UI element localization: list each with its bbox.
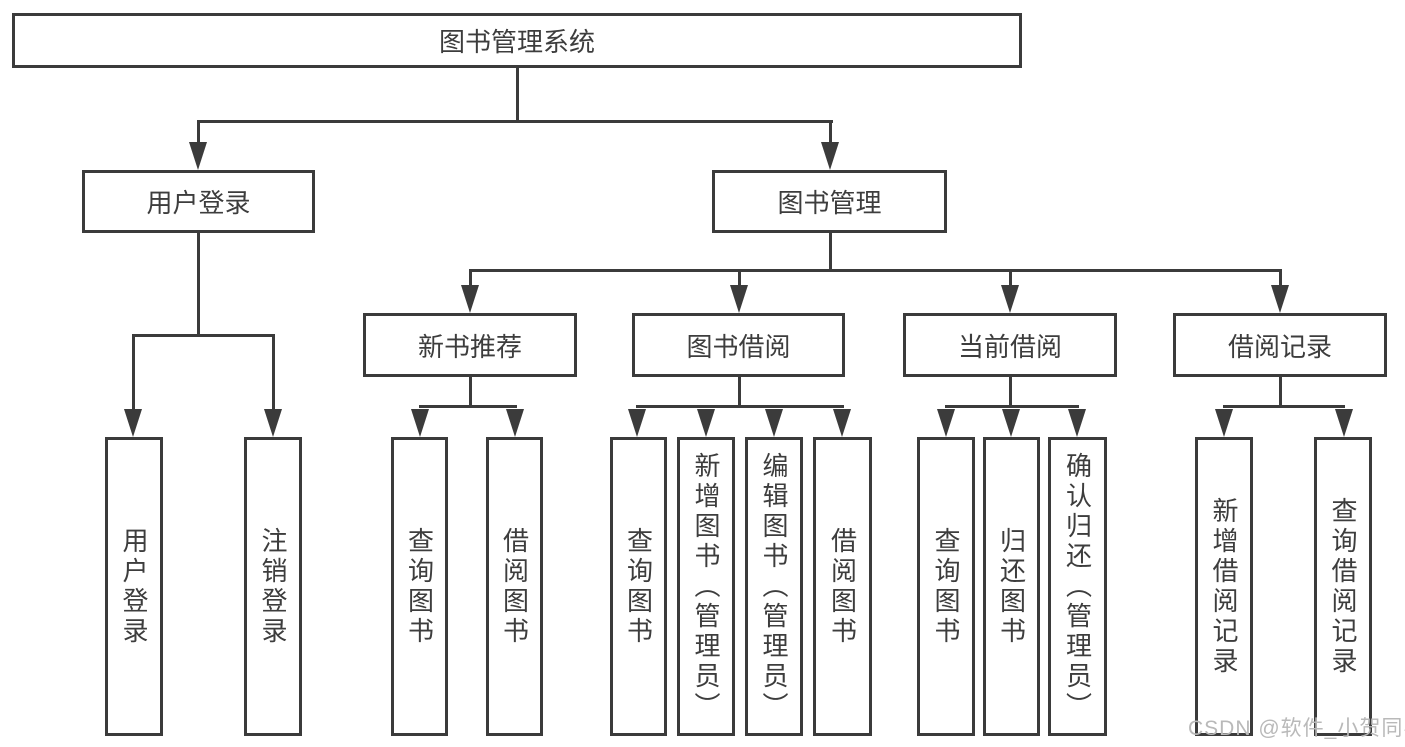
node-label: 归还图书	[996, 526, 1027, 647]
connector-line	[829, 233, 832, 272]
node-user-login: 用户登录	[82, 170, 315, 233]
connector-line	[829, 120, 832, 144]
arrow-down-icon	[1001, 285, 1019, 313]
arrow-down-icon	[697, 409, 715, 437]
arrow-down-icon	[833, 409, 851, 437]
watermark-text: CSDN @软件_小贺同学	[1188, 717, 1405, 740]
arrow-down-icon	[461, 285, 479, 313]
node-label: 用户登录	[119, 526, 149, 647]
node-label: 查询借阅记录	[1328, 496, 1358, 677]
arrow-down-icon	[765, 409, 783, 437]
node-label: 新书推荐	[417, 331, 522, 362]
leaf-query-borrow-record: 查询借阅记录	[1314, 437, 1372, 736]
node-label: 借阅图书	[827, 526, 858, 647]
arrow-down-icon	[1002, 409, 1020, 437]
node-current-borrow: 当前借阅	[903, 313, 1117, 377]
leaf-add-book-admin: 新增图书（管理员）	[677, 437, 735, 736]
connector-line	[132, 334, 135, 410]
node-root: 图书管理系统	[12, 13, 1022, 68]
connector-line	[1279, 269, 1282, 287]
node-label: 新增图书（管理员）	[691, 451, 721, 722]
connector-line	[1009, 377, 1012, 408]
connector-line	[197, 233, 200, 336]
leaf-query-books-current: 查询图书	[917, 437, 975, 736]
arrow-down-icon	[821, 142, 839, 170]
leaf-add-borrow-record: 新增借阅记录	[1195, 437, 1253, 736]
connector-line	[1009, 269, 1012, 287]
node-label: 用户登录	[146, 188, 251, 218]
connector-line	[738, 377, 741, 408]
leaf-edit-book-admin: 编辑图书（管理员）	[745, 437, 803, 736]
connector-line	[197, 120, 200, 144]
node-label: 查询图书	[931, 526, 961, 647]
node-book-borrow: 图书借阅	[632, 313, 845, 377]
node-label: 借阅记录	[1227, 331, 1332, 362]
connector-line	[197, 120, 833, 123]
leaf-query-books-recommend: 查询图书	[391, 437, 448, 736]
arrow-down-icon	[730, 285, 748, 313]
arrow-down-icon	[411, 409, 429, 437]
connector-line	[636, 405, 844, 408]
leaf-borrow-books-recommend: 借阅图书	[486, 437, 543, 736]
node-label: 图书管理	[777, 188, 882, 218]
connector-line	[272, 334, 275, 410]
leaf-confirm-return-admin: 确认归还（管理员）	[1048, 437, 1107, 736]
connector-line	[945, 405, 1079, 408]
arrow-down-icon	[1068, 409, 1086, 437]
leaf-return-book: 归还图书	[983, 437, 1040, 736]
arrow-down-icon	[1335, 409, 1353, 437]
node-new-book-recommend: 新书推荐	[363, 313, 577, 377]
node-label: 图书管理系统	[438, 27, 595, 57]
node-label: 图书借阅	[686, 331, 791, 362]
connector-line	[1223, 405, 1345, 408]
node-label: 查询图书	[623, 526, 654, 647]
connector-line	[469, 269, 472, 287]
leaf-query-books-borrow: 查询图书	[610, 437, 667, 736]
node-label: 编辑图书（管理员）	[759, 451, 789, 722]
connector-line	[469, 377, 472, 408]
arrow-down-icon	[937, 409, 955, 437]
arrow-down-icon	[1215, 409, 1233, 437]
node-label: 借阅图书	[499, 526, 530, 647]
node-label: 新增借阅记录	[1209, 496, 1239, 677]
connector-line	[738, 269, 741, 287]
arrow-down-icon	[1271, 285, 1289, 313]
arrow-down-icon	[628, 409, 646, 437]
connector-line	[1279, 377, 1282, 408]
arrow-down-icon	[124, 409, 142, 437]
node-label: 查询图书	[404, 526, 435, 647]
connector-line	[419, 405, 517, 408]
node-book-management: 图书管理	[712, 170, 947, 233]
node-label: 确认归还（管理员）	[1062, 451, 1093, 722]
connector-line	[469, 269, 1282, 272]
arrow-down-icon	[506, 409, 524, 437]
node-label: 注销登录	[258, 526, 288, 647]
arrow-down-icon	[189, 142, 207, 170]
leaf-borrow-books-borrow: 借阅图书	[813, 437, 872, 736]
leaf-user-login: 用户登录	[105, 437, 163, 736]
leaf-logout: 注销登录	[244, 437, 302, 736]
node-borrow-records: 借阅记录	[1173, 313, 1387, 377]
node-label: 当前借阅	[957, 331, 1062, 362]
arrow-down-icon	[264, 409, 282, 437]
connector-line	[132, 334, 275, 337]
connector-line	[516, 68, 519, 122]
